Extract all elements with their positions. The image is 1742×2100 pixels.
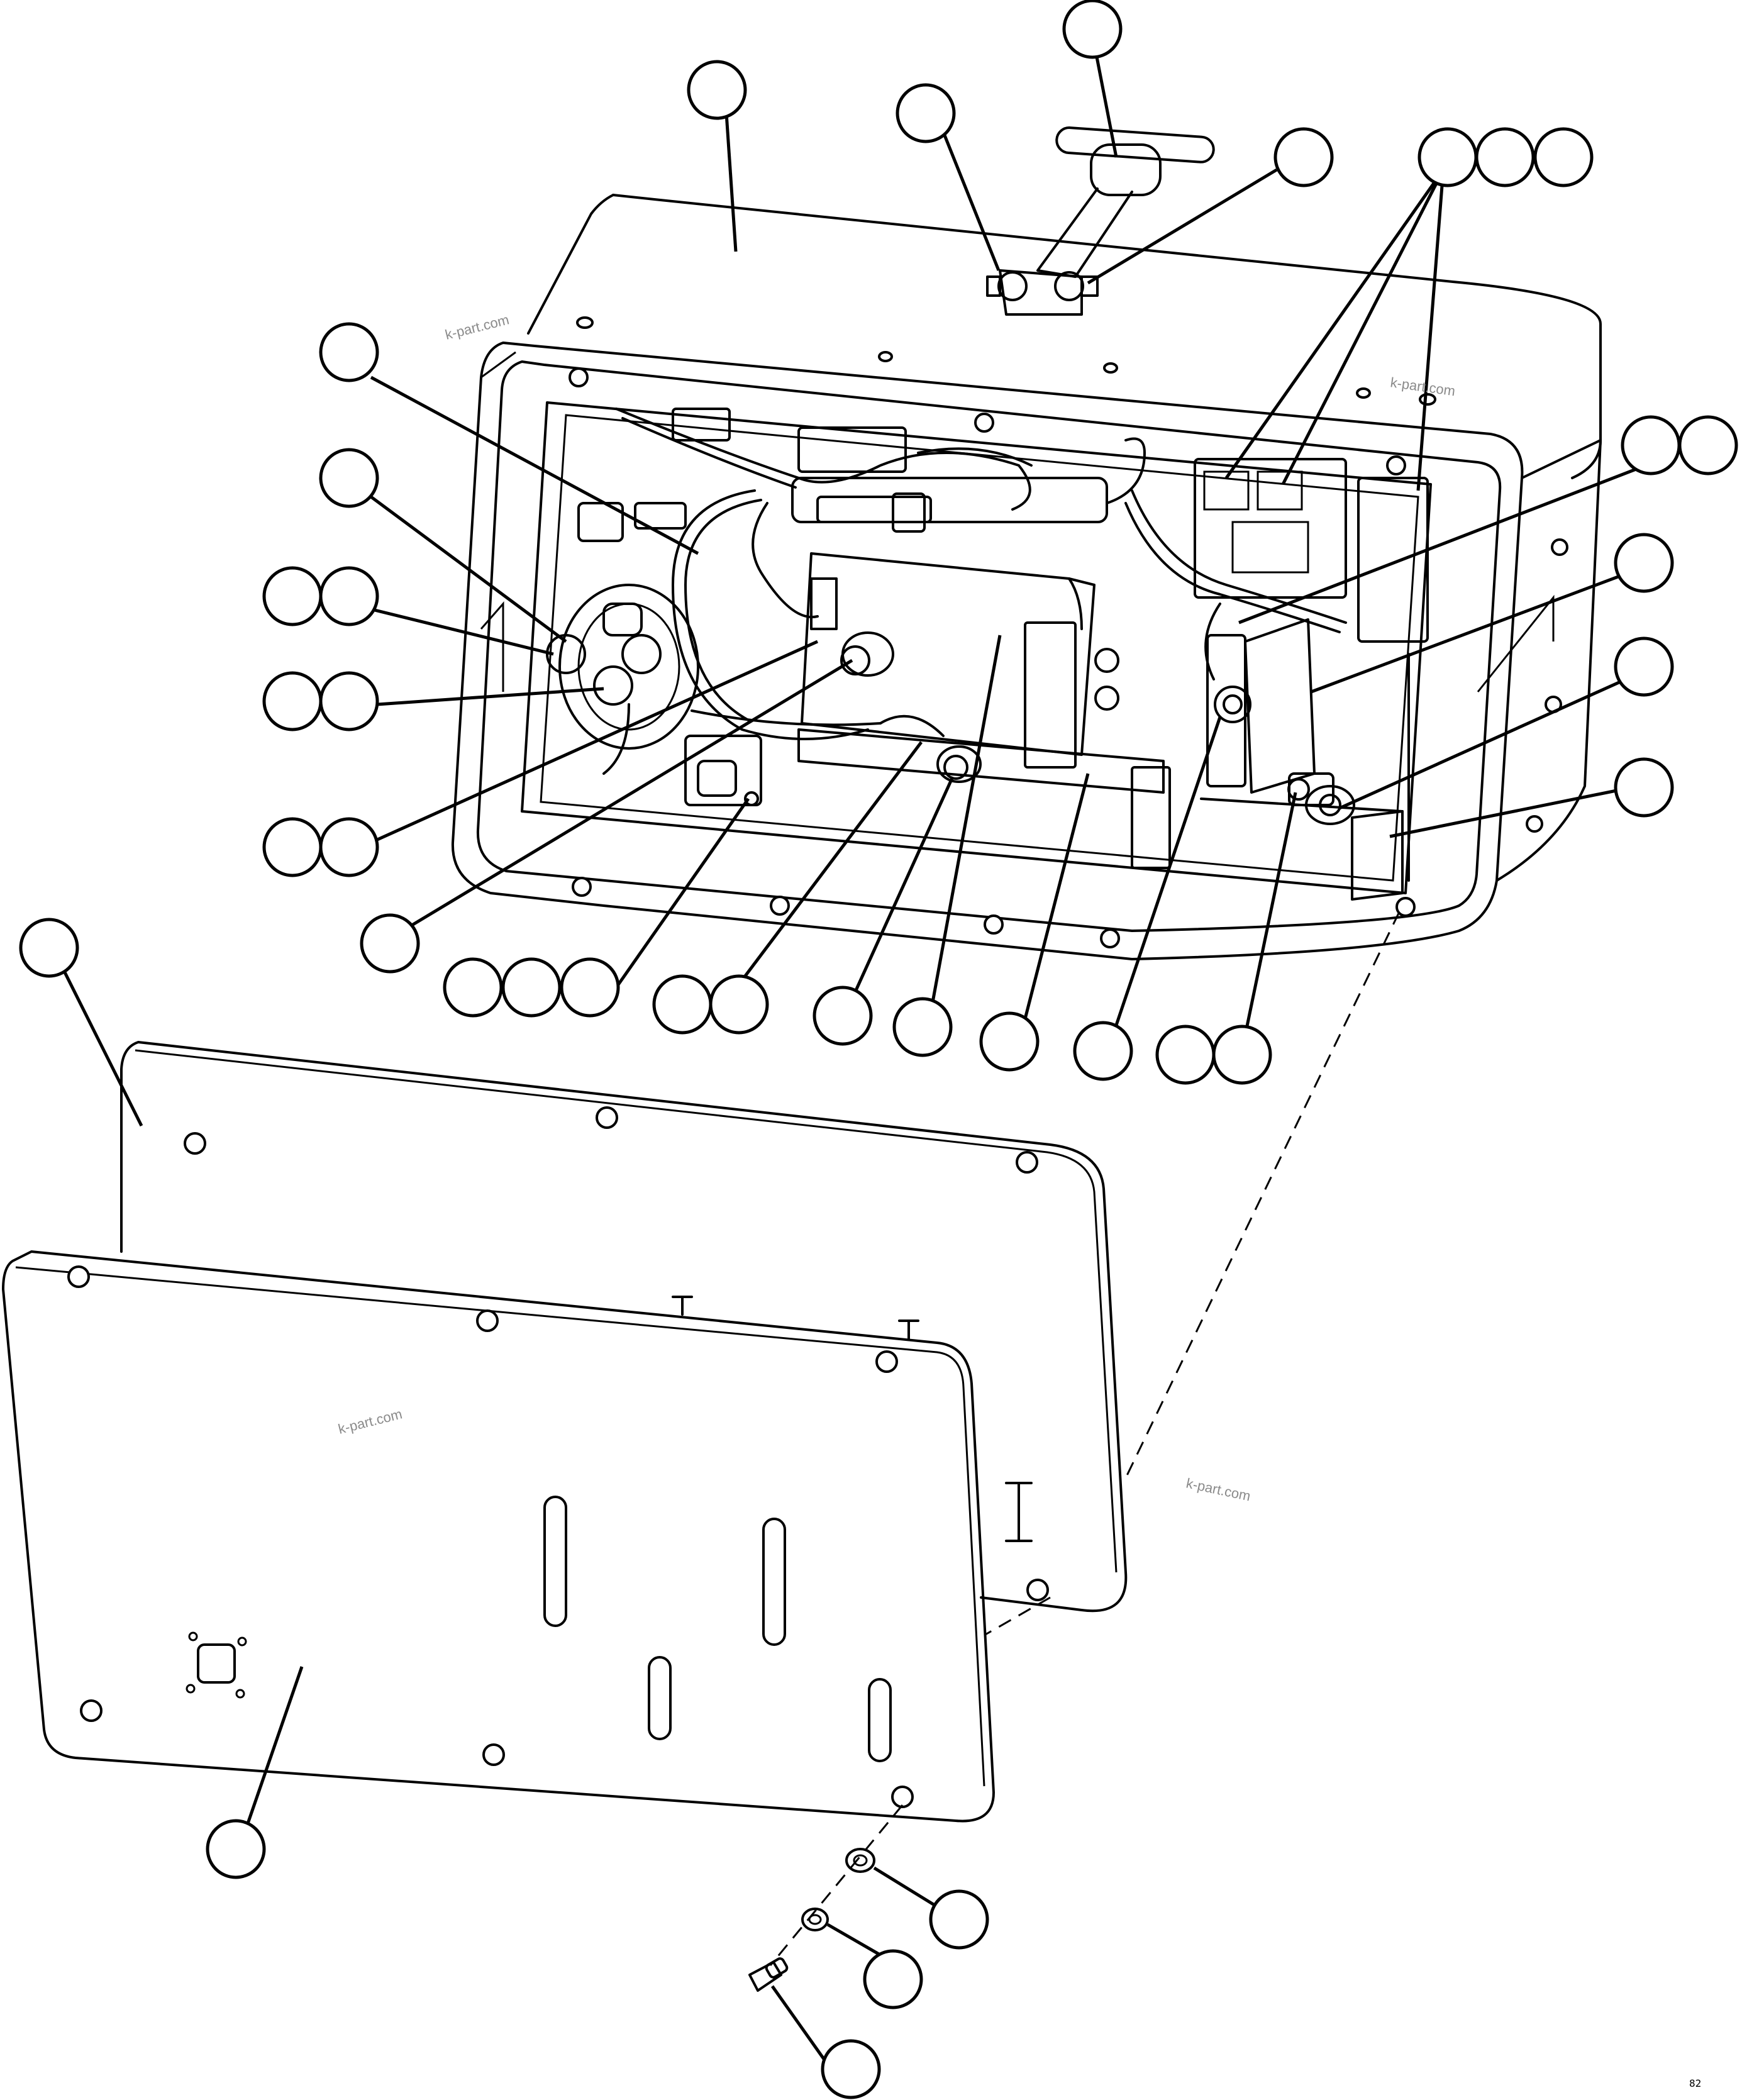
gasket-panel: [120, 1041, 1128, 1613]
callout-bubble: [1212, 1025, 1272, 1085]
callout-bubble: [1614, 636, 1674, 697]
callout-bubble: [1273, 127, 1334, 187]
callout-bubble: [892, 997, 953, 1057]
enclosure-housing: [451, 194, 1602, 960]
fastener-stack: [748, 1848, 875, 1992]
callout-bubble: [1533, 127, 1594, 187]
callout-bubble: [1417, 127, 1478, 187]
callout-bubble: [929, 1889, 989, 1950]
callout-bubble: [1621, 415, 1681, 475]
callout-bubble: [813, 986, 873, 1046]
callout-bubble: [560, 957, 620, 1018]
watermark-text: k-part.com: [1185, 1475, 1252, 1504]
callout-bubble: [319, 566, 379, 626]
callout-bubble: [262, 566, 323, 626]
assembly-dash-lines: [769, 911, 1401, 1966]
callout-bubble: [1678, 415, 1738, 475]
callout-bubble: [979, 1011, 1040, 1072]
callout-bubble: [652, 974, 713, 1035]
callout-bubble: [262, 671, 323, 731]
callout-bubble: [501, 957, 562, 1018]
callout-bubble: [1614, 757, 1674, 818]
internal-wiring-and-components: [546, 408, 1429, 901]
corner-stamp: 82: [1689, 2077, 1701, 2089]
callout-bubble: [1073, 1021, 1133, 1081]
callout-bubble: [821, 2039, 881, 2099]
watermark-text: k-part.com: [443, 311, 511, 342]
leader-lines: [61, 43, 1655, 2074]
callout-bubble: [319, 671, 379, 731]
callout-bubble: [319, 817, 379, 877]
callout-bubble: [262, 817, 323, 877]
callout-bubble: [1155, 1025, 1216, 1085]
callout-bubble: [19, 918, 79, 978]
callout-bubble: [1062, 0, 1123, 59]
callout-bubble: [319, 322, 379, 382]
callout-bubble: [1614, 533, 1674, 593]
callout-bubble: [1475, 127, 1535, 187]
callout-bubble: [443, 957, 503, 1018]
callout-bubble: [709, 974, 769, 1035]
callout-bubble: [206, 1819, 266, 1879]
watermark-text: k-part.com: [336, 1406, 404, 1436]
callout-bubble: [896, 83, 956, 143]
callout-bubbles: [19, 0, 1738, 2099]
callout-bubble: [687, 60, 747, 120]
callout-bubble: [319, 448, 379, 508]
t-handle-assembly: [986, 126, 1215, 316]
callout-bubble: [863, 1949, 923, 2009]
cover-plate: [2, 1250, 995, 1823]
callout-bubble: [360, 913, 420, 974]
